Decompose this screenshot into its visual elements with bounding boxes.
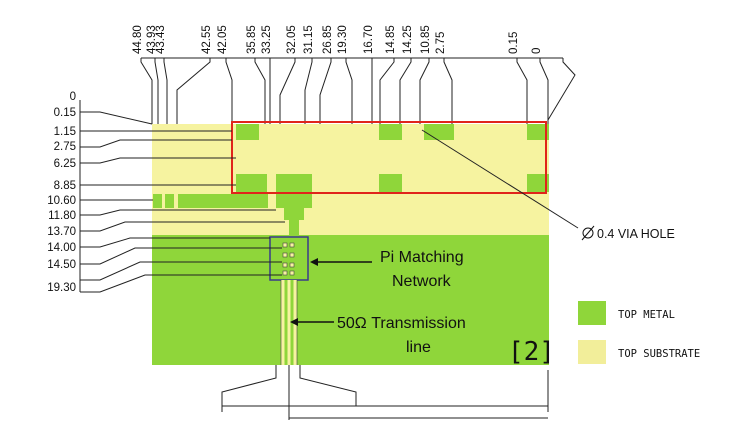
top-dimension-label: 14.85 xyxy=(385,25,397,54)
substrate-region xyxy=(152,124,549,235)
left-dimension-label: 1.15 xyxy=(54,126,76,138)
pi-components xyxy=(282,242,295,276)
legend-label-top-substrate: TOP SUBSTRATE xyxy=(618,348,700,360)
pi-matching-arrow xyxy=(310,258,372,266)
top-dimension-label: 0 xyxy=(531,48,543,54)
top-dimension-label: 0.15 xyxy=(508,32,520,54)
transmission-arrow xyxy=(290,318,334,326)
diameter-icon xyxy=(582,227,594,239)
top-dimension-label: 32.05 xyxy=(286,25,298,54)
top-dimension-label: 16.70 xyxy=(363,25,375,54)
metal-pads xyxy=(153,124,549,236)
pi-matching-label-2: Network xyxy=(392,273,452,290)
top-dimension-label: 43.43 xyxy=(155,25,167,54)
left-dimension-label: 19.30 xyxy=(47,282,76,294)
left-leader-lines xyxy=(79,100,285,293)
left-dimension-label: 13.70 xyxy=(47,226,76,238)
top-dimension-label: 43.93 xyxy=(146,25,158,54)
top-dimension-label: 33.25 xyxy=(261,25,273,54)
bottom-dimension xyxy=(221,365,549,420)
via-hole-annotation: 0.4 VIA HOLE xyxy=(581,225,675,241)
legend-label-top-metal: TOP METAL xyxy=(618,309,675,321)
via-hole-leader xyxy=(421,129,579,229)
via-hole-label: 0.4 VIA HOLE xyxy=(597,227,675,241)
feed-connector xyxy=(221,365,357,406)
top-dimension-label: 44.80 xyxy=(132,25,144,54)
legend: TOP METAL TOP SUBSTRATE xyxy=(578,301,700,364)
top-dimension-label: 14.25 xyxy=(402,25,414,54)
pi-matching-label-1: Pi Matching xyxy=(380,249,464,266)
top-dimension-label: 10.85 xyxy=(420,25,432,54)
top-dimension-label: 19.30 xyxy=(337,25,349,54)
ground-metal-region xyxy=(152,235,549,365)
left-dimension-label: 14.50 xyxy=(47,259,76,271)
legend-swatch-top-substrate xyxy=(578,340,606,364)
left-dimension-label: 0 xyxy=(70,91,76,103)
top-dimension-label: 31.15 xyxy=(303,25,315,54)
top-dimension-label: 42.05 xyxy=(217,25,229,54)
left-dimension-label: 10.60 xyxy=(47,195,76,207)
top-dimension-label: 2.75 xyxy=(435,32,447,54)
transmission-label-1: 50Ω Transmission xyxy=(337,315,466,332)
transmission-label-2: line xyxy=(406,339,431,356)
top-dimension-label: 35.85 xyxy=(246,25,258,54)
legend-swatch-top-metal xyxy=(578,301,606,325)
left-dimension-label: 8.85 xyxy=(54,180,76,192)
left-dimension-label: 2.75 xyxy=(54,141,76,153)
top-dimension-label: 42.55 xyxy=(201,25,213,54)
left-dimension-labels: 0 0.15 1.15 2.75 6.25 8.85 10.60 11.80 13.70 14.0… xyxy=(47,91,76,294)
left-dimension-label: 6.25 xyxy=(54,158,76,170)
left-dimension-label: 11.80 xyxy=(48,210,76,222)
left-dimension-label: 14.00 xyxy=(47,242,76,254)
top-dimension-label: 26.85 xyxy=(322,25,334,54)
reference-label: [2] xyxy=(508,337,555,367)
left-dimension-label: 0.15 xyxy=(54,107,76,119)
